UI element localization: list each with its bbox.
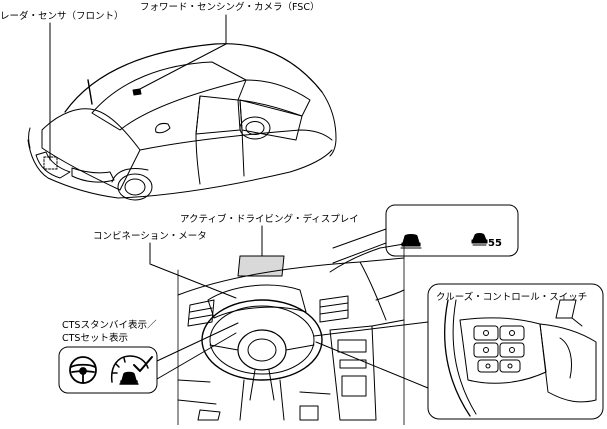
car-illustration (27, 43, 337, 201)
fsc-leader-2 (137, 43, 227, 91)
hud-callout-line-bottom (332, 242, 387, 264)
cts-callout-line-top (156, 322, 239, 362)
hud-callout-box (385, 204, 519, 257)
cruise-control-switch-label: クルーズ・コントロール・スイッチ (436, 292, 588, 303)
cts-set-label: CTSセット表示 (62, 333, 128, 344)
active-driving-display-label: アクティブ・ドライビング・ディスプレイ (180, 214, 359, 225)
cts-callout-line-bottom (156, 332, 237, 380)
cts-callout-box (58, 346, 158, 394)
vehicle-distance-icon (471, 233, 488, 246)
cts-standby-label: CTSスタンバイ表示／ (62, 320, 157, 331)
front-radar-sensor-label: レーダ・センサ（フロント） (0, 11, 124, 22)
hud-callout-line-top (332, 228, 387, 249)
meter-leader (149, 242, 237, 299)
cruise-callout-line-top (313, 321, 429, 337)
combination-meter-label: コンビネーション・メータ (93, 231, 207, 242)
cts-set-icon (110, 355, 153, 385)
cockpit-illustration (177, 243, 405, 426)
cruise-switch-callout-box (427, 283, 604, 420)
cruise-callout-line-bottom (315, 341, 429, 389)
hud-speed-value: 55 (488, 238, 502, 249)
steering-wheel-icon (69, 356, 97, 384)
cruise-switch-illustration (444, 299, 597, 417)
fsc-camera-label: フォワード・センシング・カメラ（FSC） (140, 2, 320, 13)
